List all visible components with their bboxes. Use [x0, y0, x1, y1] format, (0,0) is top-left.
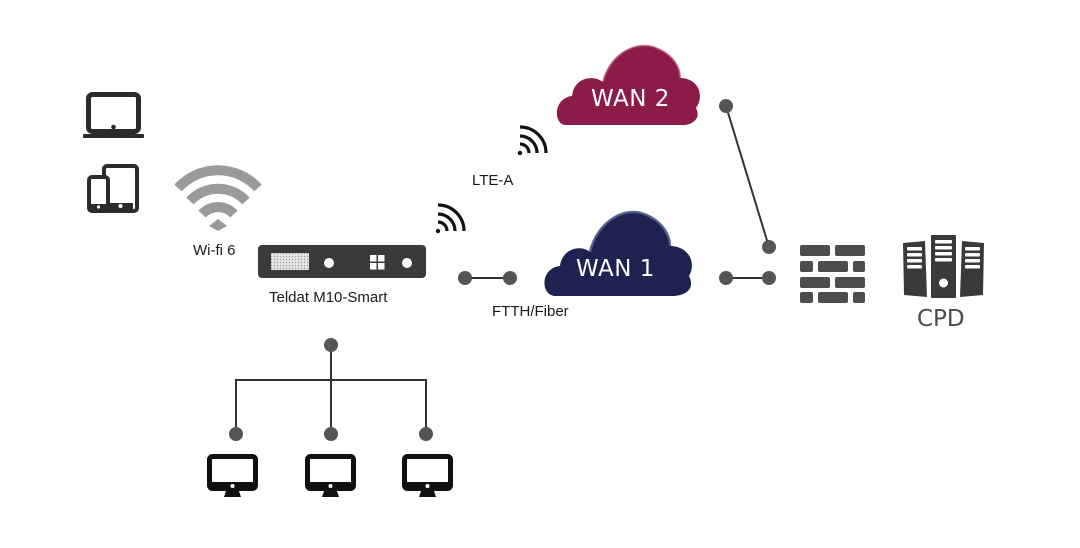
desktop-monitor-icon — [305, 454, 356, 497]
wan1-firewall-link — [719, 271, 776, 285]
signal-icon — [435, 203, 466, 234]
phone-tablet-icon — [87, 164, 139, 213]
desktop-monitor-icon — [207, 454, 258, 497]
wan1-label: WAN 1 — [576, 256, 655, 282]
datacenter-label: CPD — [917, 306, 965, 332]
lan-node — [419, 427, 433, 441]
lan-node — [229, 427, 243, 441]
lan-node — [324, 427, 338, 441]
server-icon — [903, 235, 984, 298]
lan-root-node — [324, 338, 338, 352]
wan2-cloud — [556, 44, 700, 126]
router-label: Teldat M10-Smart — [269, 289, 388, 306]
fiber-label: FTTH/Fiber — [492, 303, 569, 320]
lte-label: LTE-A — [472, 172, 514, 189]
lan-nodes — [229, 338, 433, 441]
signal-icon — [517, 125, 548, 156]
router-icon — [258, 245, 426, 278]
lan-tree — [235, 345, 427, 434]
firewall-icon — [800, 245, 865, 303]
wan2-label: WAN 2 — [591, 86, 670, 112]
wan1-cloud — [544, 210, 692, 296]
fiber-link — [458, 271, 517, 285]
wifi-icon — [174, 165, 262, 231]
desktop-monitor-icon — [402, 454, 453, 497]
wifi-label: Wi-fi 6 — [193, 242, 236, 259]
laptop-icon — [83, 92, 144, 138]
wan2-firewall-link — [719, 99, 776, 254]
